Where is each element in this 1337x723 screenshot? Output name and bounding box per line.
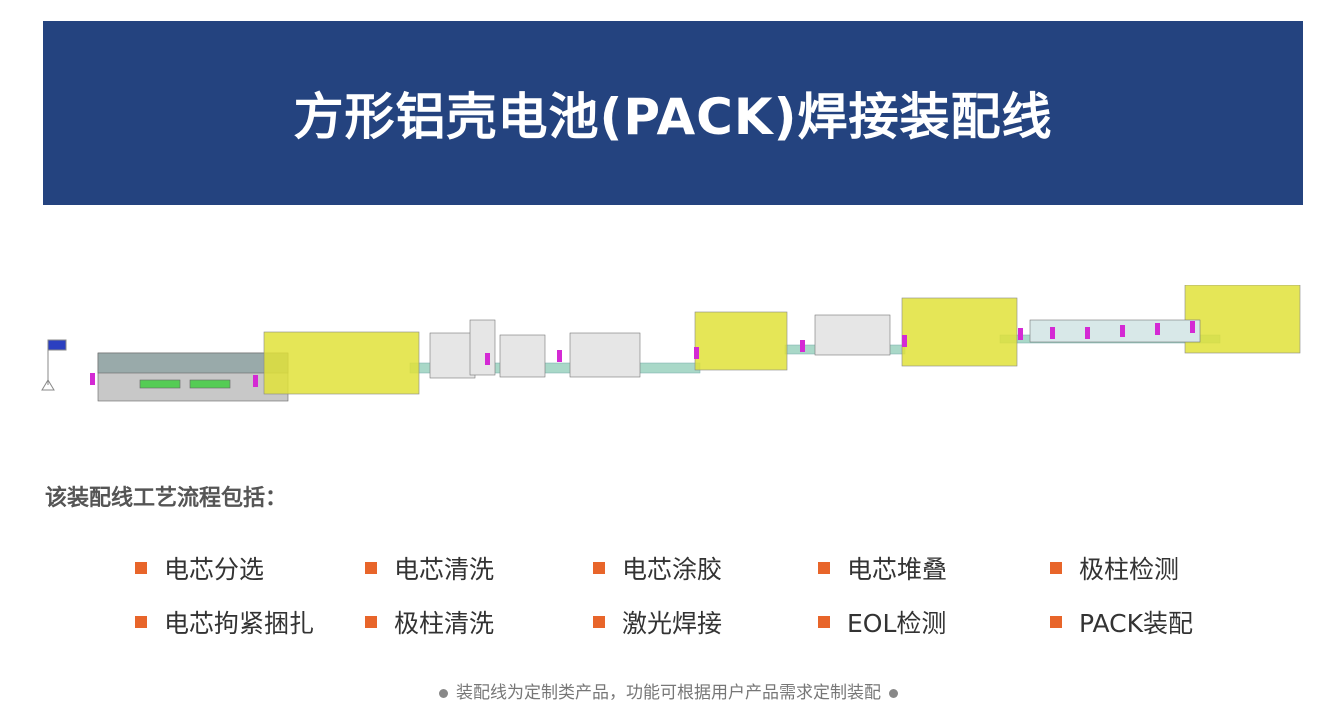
process-item: 极柱检测 <box>1050 550 1179 586</box>
process-label: EOL检测 <box>847 609 947 638</box>
assembly-line-illustration <box>41 285 1301 402</box>
yellow-enclosures <box>263 285 1301 395</box>
process-machines <box>429 314 1201 379</box>
footer-note: 装配线为定制类产品，功能可根据用户产品需求定制装配 <box>0 678 1337 703</box>
page-title: 方形铝壳电池(PACK)焊接装配线 <box>293 88 1053 146</box>
process-label: 激光焊接 <box>622 609 723 638</box>
title-banner: 方形铝壳电池(PACK)焊接装配线 <box>43 21 1303 205</box>
process-item: 电芯清洗 <box>365 550 494 586</box>
bullet-icon <box>1050 616 1062 628</box>
bullet-icon <box>818 616 830 628</box>
process-item: 电芯拘紧捆扎 <box>135 604 314 640</box>
process-heading: 该装配线工艺流程包括： <box>45 486 288 511</box>
process-item: 激光焊接 <box>593 604 722 640</box>
crane-icon <box>41 339 67 391</box>
process-label: PACK装配 <box>1079 609 1193 638</box>
bullet-icon <box>1050 562 1062 574</box>
bullet-icon <box>593 562 605 574</box>
dot-icon <box>439 688 448 698</box>
process-label: 电芯涂胶 <box>622 555 723 584</box>
process-item: 极柱清洗 <box>365 604 494 640</box>
process-label: 极柱检测 <box>1079 555 1180 584</box>
footer-text: 装配线为定制类产品，功能可根据用户产品需求定制装配 <box>456 683 881 703</box>
process-item: 电芯涂胶 <box>593 550 722 586</box>
process-item: 电芯分选 <box>135 550 264 586</box>
bullet-icon <box>365 562 377 574</box>
bullet-icon <box>135 562 147 574</box>
process-label: 电芯分选 <box>164 555 265 584</box>
process-label: 极柱清洗 <box>394 609 495 638</box>
process-label: 电芯清洗 <box>394 555 495 584</box>
process-label: 电芯拘紧捆扎 <box>164 609 315 638</box>
process-item: EOL检测 <box>818 604 946 640</box>
process-item: PACK装配 <box>1050 604 1193 640</box>
process-label: 电芯堆叠 <box>847 555 948 584</box>
process-item: 电芯堆叠 <box>818 550 947 586</box>
bullet-icon <box>818 562 830 574</box>
bullet-icon <box>593 616 605 628</box>
bullet-icon <box>365 616 377 628</box>
bullet-icon <box>135 616 147 628</box>
sorting-machines <box>97 352 289 402</box>
dot-icon <box>889 688 898 698</box>
operators <box>90 321 1195 387</box>
